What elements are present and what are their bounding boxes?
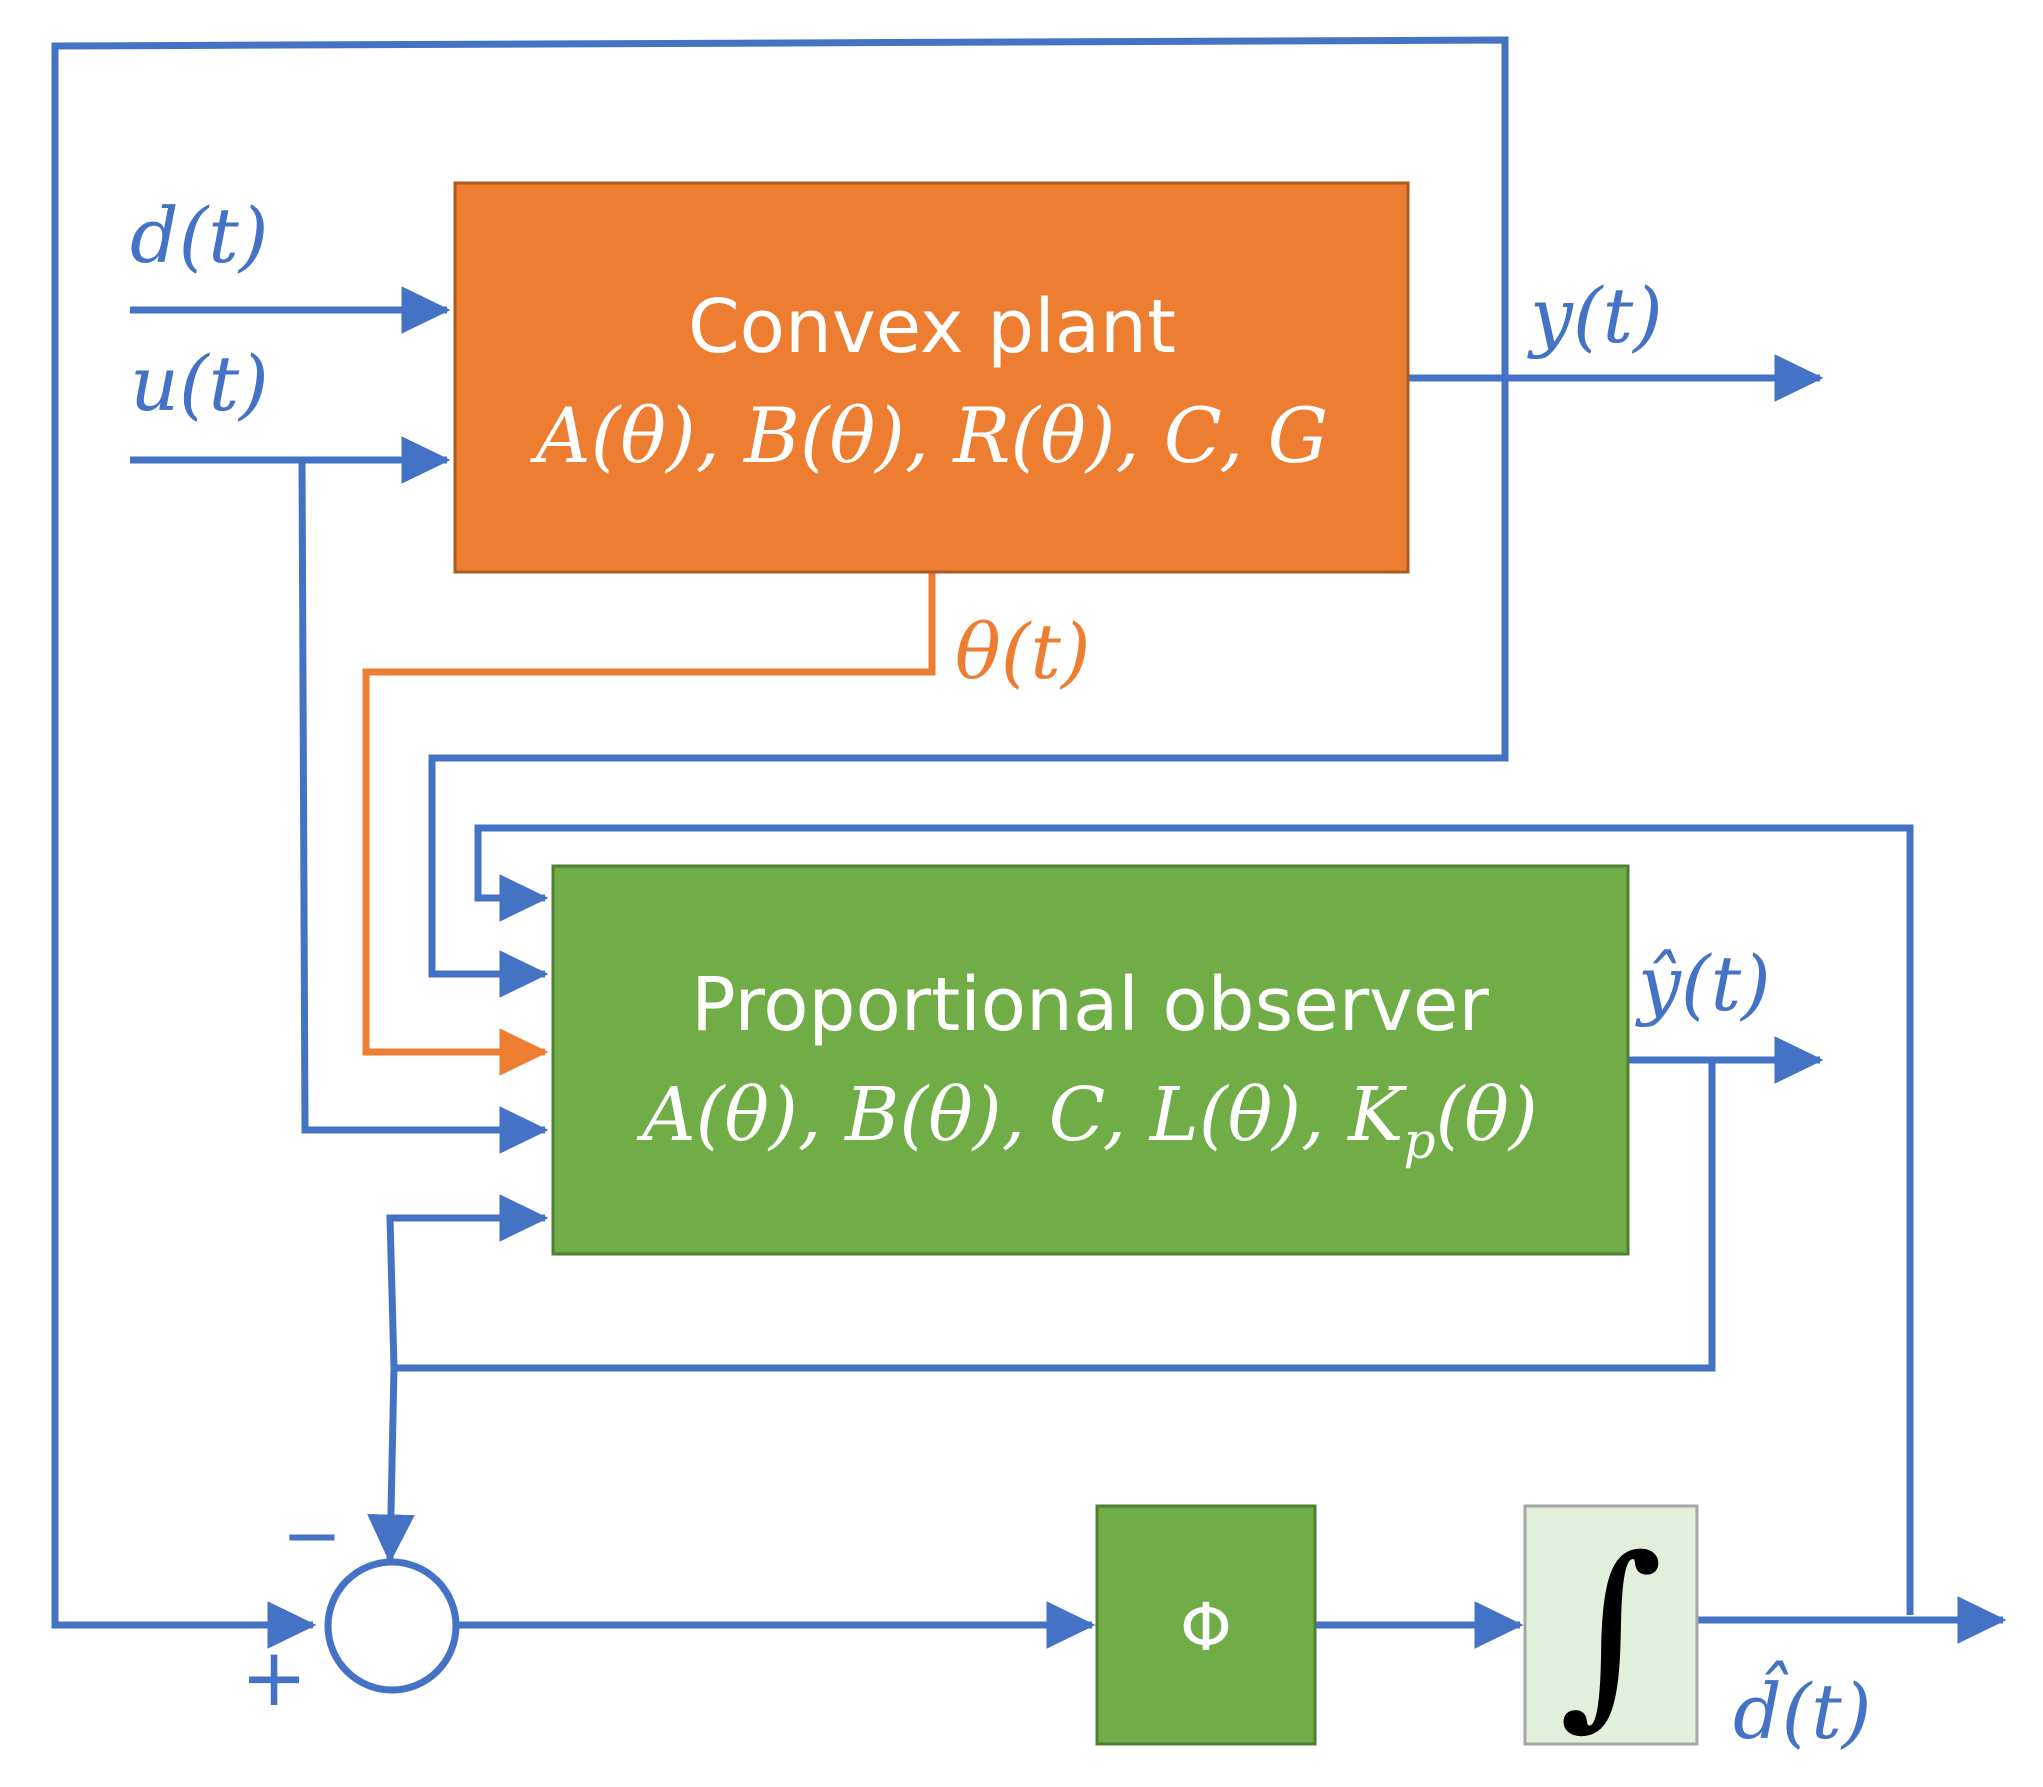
y-branch-to-observer xyxy=(428,378,1509,998)
observer-title: Proportional observer xyxy=(691,962,1489,1048)
d-hat-signal-label: d̂(t) xyxy=(1733,1661,1872,1756)
d-signal-label: d(t) xyxy=(130,191,269,280)
d-hat-feedback-to-observer xyxy=(474,824,1914,1615)
observer-params: A(θ), B(θ), C, L(θ), Kp(θ) xyxy=(636,1072,1538,1170)
observer-params-main: A(θ), B(θ), C, L(θ), K xyxy=(636,1072,1407,1158)
y-hat-to-summing-arrow xyxy=(367,1367,415,1564)
u-signal-label: u(t) xyxy=(130,339,269,428)
convex-plant-block xyxy=(453,181,1410,574)
plus-sign: + xyxy=(240,1631,307,1724)
y-hat-signal-label: ŷ(t) xyxy=(1635,939,1771,1028)
phi-label: Φ xyxy=(1180,1589,1232,1666)
y-signal-label: y(t) xyxy=(1527,271,1663,360)
u-branch-to-observer xyxy=(298,459,549,1154)
theta-signal-label: θ(t) xyxy=(955,607,1091,696)
phi-block xyxy=(1095,1504,1317,1746)
theta-wire xyxy=(362,572,936,1076)
summing-junction xyxy=(324,1558,460,1694)
observer-params-tail: (θ) xyxy=(1436,1072,1538,1158)
outer-feedback-wire xyxy=(51,36,1509,1649)
minus-sign: − xyxy=(282,1493,342,1577)
integrator-block xyxy=(1523,1504,1699,1746)
plant-params: A(θ), B(θ), R(θ), C, G xyxy=(530,391,1329,480)
proportional-observer-block xyxy=(551,864,1630,1256)
plant-title: Convex plant xyxy=(688,284,1176,370)
integral-symbol: ∫ xyxy=(1559,1515,1663,1748)
observer-params-subscript: p xyxy=(1403,1112,1435,1170)
